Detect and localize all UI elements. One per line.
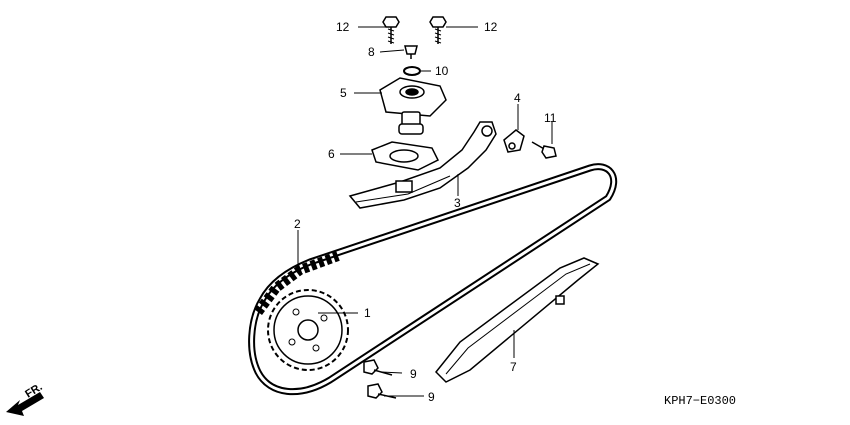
front-direction-arrow-icon <box>6 392 44 416</box>
bolt-12-left <box>382 16 400 44</box>
callout-2: 2 <box>294 217 301 231</box>
tensioner-lifter <box>379 77 447 135</box>
callout-1: 1 <box>364 306 371 320</box>
tensioner-arm <box>348 121 497 209</box>
callout-7: 7 <box>510 360 517 374</box>
bolt-12-right <box>429 16 447 44</box>
callout-9-upper: 9 <box>410 367 417 381</box>
guide-bolt-upper <box>363 359 393 376</box>
callout-9-lower: 9 <box>428 390 435 404</box>
callout-8: 8 <box>368 45 375 59</box>
callout-5: 5 <box>340 86 347 100</box>
leader-lines <box>297 26 553 397</box>
callout-10: 10 <box>435 64 449 78</box>
chain-guide <box>434 257 600 383</box>
cam-sprocket <box>267 289 349 371</box>
diagram-code: KPH7−E0300 <box>664 394 736 408</box>
o-ring <box>403 66 421 76</box>
callout-3: 3 <box>454 196 461 210</box>
callout-11: 11 <box>544 111 557 125</box>
pivot-bolt <box>531 141 557 159</box>
callout-12-right: 12 <box>484 20 498 34</box>
pivot-collar <box>503 129 525 153</box>
guide-bolt-lower <box>367 383 397 399</box>
callout-6: 6 <box>328 147 335 161</box>
lifter-gasket <box>371 141 440 171</box>
callout-12-left: 12 <box>336 20 350 34</box>
callout-4: 4 <box>514 91 521 105</box>
sealing-bolt <box>404 45 418 59</box>
